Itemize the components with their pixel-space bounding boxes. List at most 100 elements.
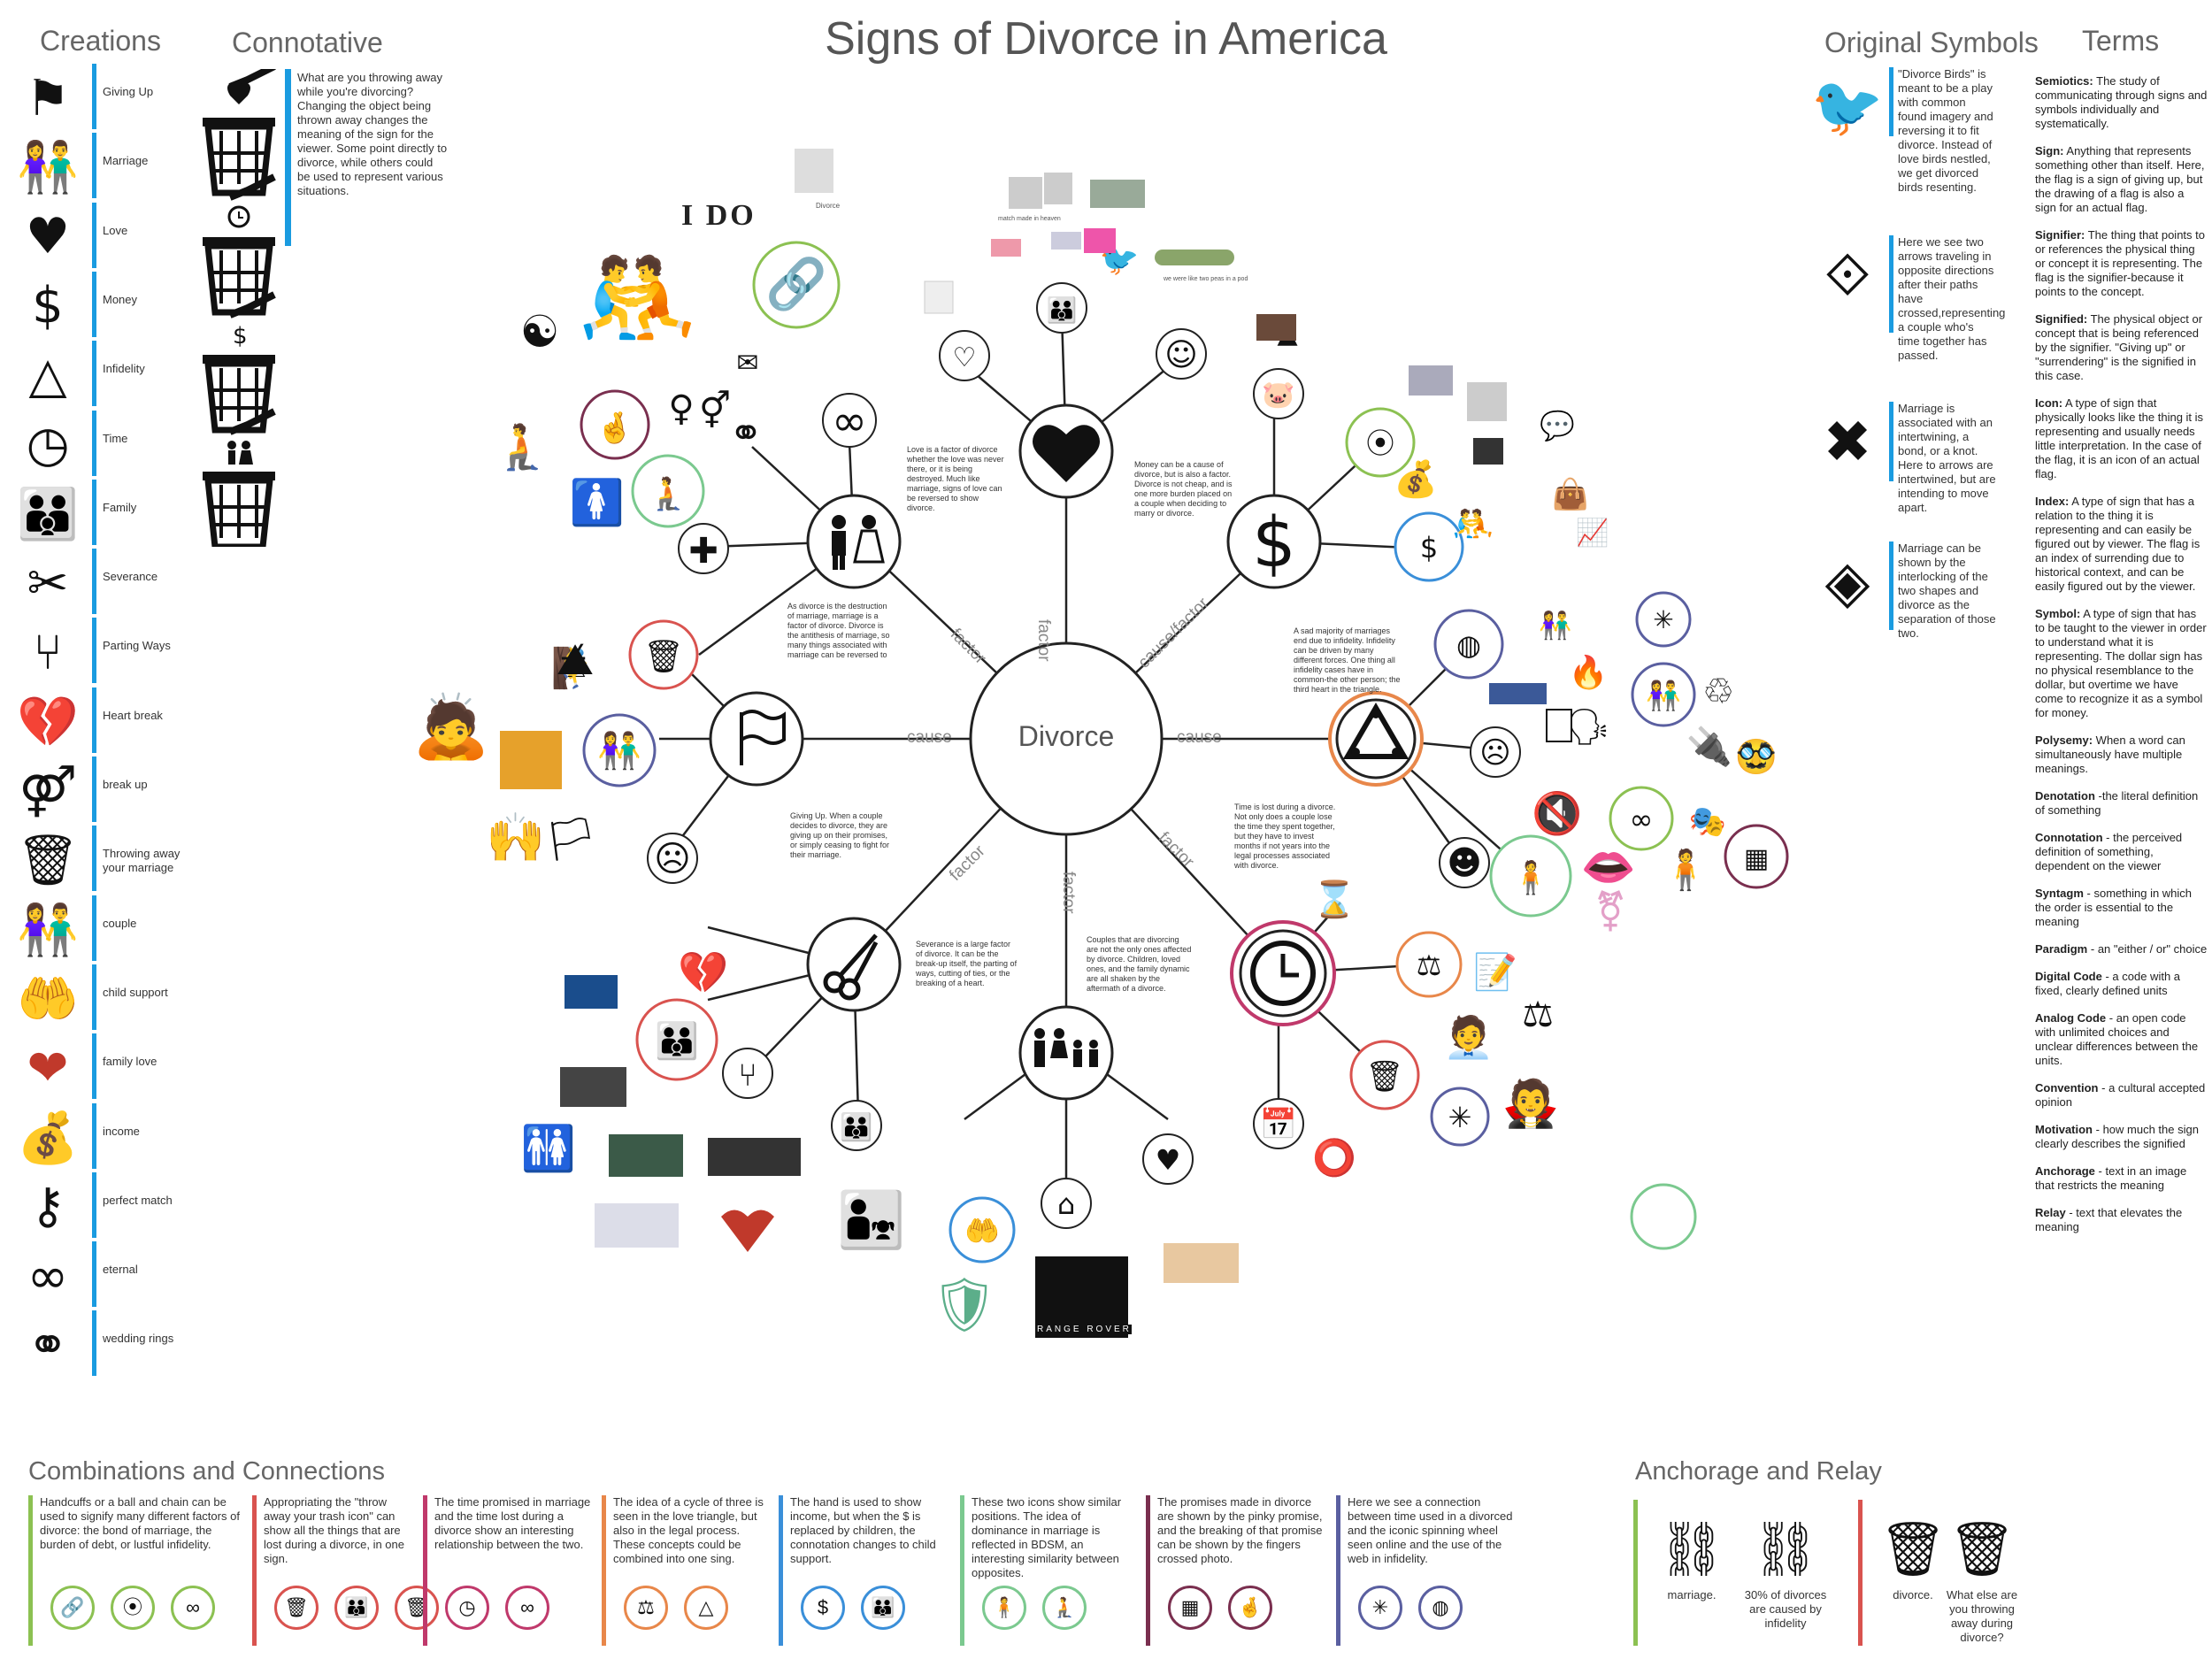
- svg-text:☻: ☻: [1447, 843, 1482, 882]
- svg-text:⚖: ⚖: [1522, 995, 1554, 1035]
- svg-text:🧎: 🧎: [495, 421, 549, 472]
- creation-item: 👫 Marriage: [11, 133, 188, 199]
- term-entry: Syntagm - something in which the order i…: [2035, 887, 2208, 929]
- divorce-diagram: $: [412, 149, 1789, 1338]
- arrows-icon: ⟐: [1824, 240, 1870, 309]
- combination-item: These two icons show similar positions. …: [960, 1495, 1137, 1646]
- combination-icon: 🔗: [50, 1586, 95, 1630]
- svg-text:⦿: ⦿: [1366, 426, 1394, 460]
- anchorage-bar-red: [1858, 1500, 1863, 1646]
- terms-list: Semiotics: The study of communicating th…: [2035, 74, 2208, 1248]
- creation-label: Severance: [103, 570, 158, 584]
- svg-text:🗑: 🗑: [643, 639, 684, 675]
- svg-text:✳: ✳: [1448, 1101, 1472, 1134]
- svg-text:🐷: 🐷: [1262, 380, 1294, 411]
- svg-text:∞: ∞: [1630, 803, 1654, 836]
- income-icon: 💰: [17, 1109, 79, 1167]
- creation-label: break up: [103, 778, 148, 791]
- term-name: Paradigm: [2035, 942, 2088, 956]
- original-symbol-text: Marriage can be shown by the interlockin…: [1898, 541, 1996, 640]
- creation-bar: [92, 964, 96, 1030]
- anchorage-header: Anchorage and Relay: [1635, 1457, 1882, 1486]
- time-text: Time is lost during a divorce. Not only …: [1234, 803, 1336, 870]
- creation-item: 💰income: [11, 1102, 188, 1169]
- anchorage-item: ⛓marriage.: [1647, 1509, 1736, 1602]
- svg-text:📝: 📝: [1473, 951, 1517, 993]
- combination-icons: 🗑👪🗑: [274, 1586, 439, 1630]
- term-name: Anchorage: [2035, 1164, 2095, 1178]
- creation-label: Infidelity: [103, 362, 145, 376]
- combination-text: Handcuffs or a ball and chain can be use…: [40, 1495, 240, 1551]
- svg-text:✳: ✳: [1653, 605, 1673, 634]
- creation-bar: [92, 64, 96, 129]
- svg-text:◆: ◆: [555, 635, 588, 685]
- perfect-match-icon: ⚷: [29, 1178, 66, 1236]
- term-entry: Icon: A type of sign that physically loo…: [2035, 396, 2208, 481]
- combination-icon: 🧍: [982, 1586, 1026, 1630]
- combination-icon: ∞: [171, 1586, 215, 1630]
- creation-item: ❤family love: [11, 1033, 188, 1100]
- combination-text: These two icons show similar positions. …: [972, 1495, 1122, 1579]
- svg-text:🔗: 🔗: [765, 254, 827, 313]
- term-definition: The physical object or concept that is b…: [2035, 312, 2203, 382]
- creation-bar: [92, 271, 96, 337]
- combination-text: The hand is used to show income, but whe…: [790, 1495, 936, 1565]
- combination-icons: ◷∞: [445, 1586, 549, 1630]
- svg-text:✉: ✉: [736, 348, 758, 379]
- svg-text:🤞: 🤞: [596, 411, 634, 446]
- creation-bar: [92, 410, 96, 476]
- creation-item: ⚭wedding rings: [11, 1310, 188, 1377]
- creation-label: Marriage: [103, 154, 149, 168]
- clock-icon: ◷: [26, 416, 70, 473]
- trash-heart-icon: [203, 63, 276, 196]
- terms-header: Terms: [2082, 25, 2160, 57]
- term-name: Sign:: [2035, 144, 2064, 157]
- creation-item: 💔Heart break: [11, 687, 188, 753]
- svg-text:⚥: ⚥: [699, 390, 731, 432]
- svg-text:⭕: ⭕: [1312, 1137, 1356, 1179]
- term-entry: Connotation - the perceived definition o…: [2035, 831, 2208, 873]
- term-entry: Digital Code - a code with a fixed, clea…: [2035, 970, 2208, 998]
- svg-text:◍: ◍: [1456, 628, 1481, 662]
- svg-text:🙌: 🙌: [486, 810, 545, 865]
- combination-item: Handcuffs or a ball and chain can be use…: [28, 1495, 245, 1646]
- original-symbol-bar: [1889, 67, 1893, 136]
- trash-heart-icon: 🗑: [1947, 1517, 2016, 1580]
- svg-text:⌛: ⌛: [1312, 879, 1356, 920]
- svg-text:$: $: [1252, 503, 1296, 583]
- parting-ways-icon: ⑂: [33, 623, 63, 681]
- svg-text:🧛: 🧛: [1502, 1076, 1560, 1131]
- intertwined-arrows-icon: ✖: [1823, 407, 1872, 476]
- combination-icon: 🧎: [1042, 1586, 1087, 1630]
- term-entry: Index: A type of sign that has a relatio…: [2035, 495, 2208, 594]
- svg-text:📈: 📈: [1576, 517, 1609, 549]
- spoke-label-top: factor: [1034, 619, 1053, 662]
- creation-bar: [92, 341, 96, 407]
- svg-text:💔: 💔: [678, 949, 729, 996]
- creation-item: ⚑Giving Up: [11, 64, 188, 129]
- svg-text:♥: ♥: [1156, 1143, 1181, 1177]
- creation-item: ⑂Parting Ways: [11, 618, 188, 684]
- anchorage-bar-green: [1633, 1500, 1638, 1646]
- center-label: Divorce: [1018, 720, 1115, 752]
- infinity-icon: ∞: [27, 1247, 69, 1305]
- creation-label: eternal: [103, 1263, 138, 1277]
- creation-bar: [92, 1033, 96, 1100]
- combination-icons: ⚖△: [624, 1586, 728, 1630]
- marriage-icon: 👫: [17, 139, 79, 197]
- term-name: Signifier:: [2035, 228, 2085, 242]
- creation-label: Heart break: [103, 708, 163, 722]
- term-name: Syntagm: [2035, 887, 2084, 900]
- creation-item: 🗑Throwing away your marriage: [11, 826, 188, 892]
- term-definition: - how much the sign clearly describes th…: [2035, 1123, 2199, 1150]
- svg-text:💰: 💰: [1394, 458, 1438, 500]
- creation-label: Giving Up: [103, 85, 154, 98]
- svg-text:🎭: 🎭: [1689, 804, 1726, 840]
- family-text: Couples that are divorcing are not the o…: [1087, 935, 1192, 993]
- term-definition: - text that elevates the meaning: [2035, 1206, 2183, 1233]
- severance-text: Severance is a large factor of divorce. …: [916, 940, 1018, 987]
- spoke-label-bottom: factor: [1059, 872, 1078, 914]
- love-triangle-icon: △: [28, 346, 67, 404]
- anchorage-caption: 30% of divorces are caused by infidelity: [1744, 1588, 1827, 1630]
- combination-icon: ⚖: [624, 1586, 668, 1630]
